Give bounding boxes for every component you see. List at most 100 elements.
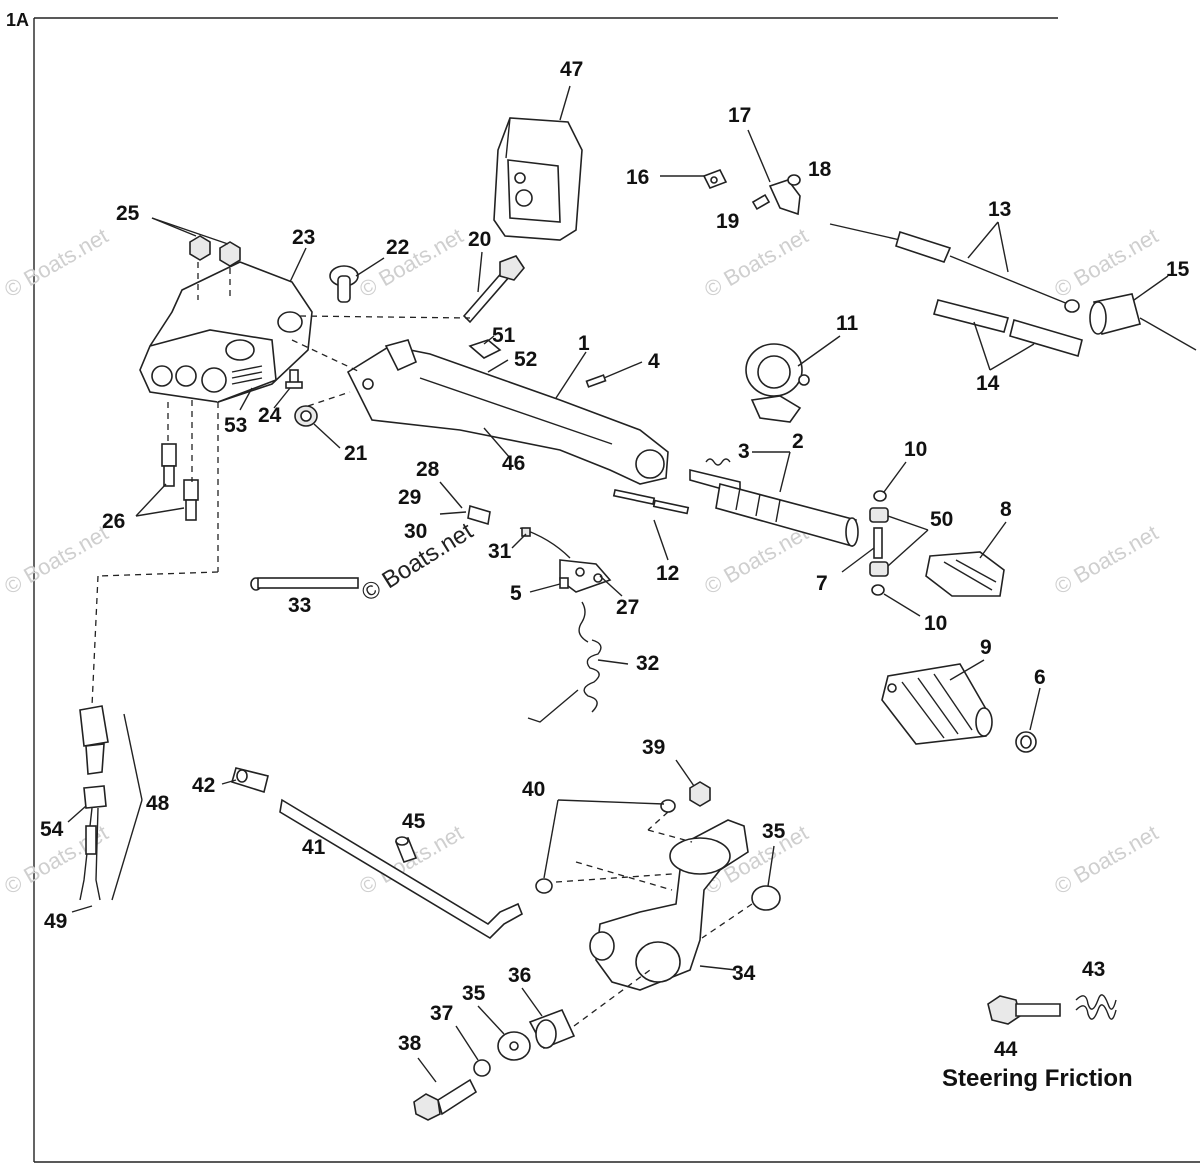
callout-51: 51 bbox=[492, 324, 516, 347]
watermark: © Boats.net bbox=[355, 223, 467, 302]
callout-53: 53 bbox=[224, 414, 247, 437]
callout-50: 50 bbox=[930, 508, 953, 531]
part-49-wires bbox=[79, 807, 101, 901]
watermark: © Boats.net bbox=[0, 223, 112, 302]
part-42-clevis bbox=[231, 767, 269, 794]
callout-33: 33 bbox=[288, 594, 311, 617]
callout-45: 45 bbox=[402, 810, 426, 833]
part-8-grip-insert bbox=[925, 551, 1005, 597]
callouts: 1 2 3 4 5 6 7 8 9 10 10 11 12 13 14 15 1… bbox=[40, 58, 1190, 1061]
callout-8: 8 bbox=[1000, 498, 1012, 521]
watermark: © Boats.net bbox=[1050, 223, 1162, 302]
part-35-washer-lower bbox=[497, 1031, 531, 1061]
part-32-lanyard bbox=[527, 601, 602, 723]
part-19-screw bbox=[751, 193, 771, 211]
callout-37: 37 bbox=[430, 1002, 453, 1025]
callout-23: 23 bbox=[292, 226, 315, 249]
part-18-washer bbox=[787, 174, 801, 186]
part-3-spring-pin bbox=[705, 458, 731, 466]
callout-28: 28 bbox=[416, 458, 440, 481]
callout-35-right: 35 bbox=[762, 820, 786, 843]
part-26-bolts bbox=[161, 443, 199, 521]
part-45-bushing bbox=[394, 836, 418, 863]
callout-29: 29 bbox=[398, 486, 421, 509]
part-14-tubes bbox=[933, 299, 1083, 358]
part-51-clip bbox=[468, 339, 502, 359]
callout-43: 43 bbox=[1082, 958, 1105, 981]
callout-39: 39 bbox=[642, 736, 665, 759]
callout-10-lower: 10 bbox=[924, 612, 947, 635]
callout-2: 2 bbox=[792, 430, 804, 453]
callout-36: 36 bbox=[508, 964, 531, 987]
figure-id: 1A bbox=[6, 10, 29, 30]
callout-52: 52 bbox=[514, 348, 537, 371]
part-9-throttle-grip bbox=[881, 663, 993, 745]
callout-48: 48 bbox=[146, 792, 170, 815]
part-10-spacer-lower bbox=[871, 584, 885, 596]
part-46-tiller-arm bbox=[346, 339, 669, 485]
part-11-collar bbox=[745, 343, 810, 423]
callout-16: 16 bbox=[626, 166, 649, 189]
callout-40: 40 bbox=[522, 778, 545, 801]
part-34-bracket bbox=[589, 819, 749, 991]
callout-18: 18 bbox=[808, 158, 832, 181]
watermark: © Boats.net bbox=[1050, 820, 1162, 899]
callout-49: 49 bbox=[44, 910, 67, 933]
part-27-stop-switch bbox=[519, 527, 612, 593]
callout-7: 7 bbox=[816, 572, 828, 595]
callout-19: 19 bbox=[716, 210, 739, 233]
part-50-block bbox=[869, 507, 889, 577]
callout-24: 24 bbox=[258, 404, 282, 427]
callout-34: 34 bbox=[732, 962, 756, 985]
part-10-spacer-upper bbox=[873, 490, 887, 502]
part-22-knob bbox=[329, 265, 359, 303]
part-41-rod bbox=[279, 798, 524, 940]
callout-10-upper: 10 bbox=[904, 438, 927, 461]
callout-11: 11 bbox=[836, 312, 859, 335]
dashed-lines bbox=[91, 262, 753, 1027]
part-4-pin bbox=[585, 374, 607, 388]
part-5-screw bbox=[559, 577, 569, 589]
part-16-link bbox=[702, 168, 728, 190]
callout-32: 32 bbox=[636, 652, 659, 675]
callout-6: 6 bbox=[1034, 666, 1046, 689]
part-28-30-clip bbox=[467, 504, 491, 526]
callout-22: 22 bbox=[386, 236, 409, 259]
part-39-nut bbox=[689, 781, 711, 807]
callout-38: 38 bbox=[398, 1032, 422, 1055]
callout-20: 20 bbox=[468, 228, 491, 251]
part-17-bracket bbox=[768, 179, 801, 216]
part-40-washers bbox=[535, 799, 676, 894]
watermark: © Boats.net bbox=[700, 520, 812, 599]
caption-steering-friction: Steering Friction bbox=[942, 1065, 1133, 1092]
callout-47: 47 bbox=[560, 58, 583, 81]
callout-46: 46 bbox=[502, 452, 525, 475]
part-33-rod bbox=[250, 577, 359, 591]
watermark: © Boats.net bbox=[1050, 520, 1162, 599]
part-13-cable bbox=[829, 223, 1080, 313]
callout-21: 21 bbox=[344, 442, 368, 465]
callout-4: 4 bbox=[648, 350, 660, 373]
frame bbox=[33, 17, 1200, 1163]
callout-17: 17 bbox=[728, 104, 751, 127]
part-12-pins bbox=[612, 488, 690, 515]
part-24-grease-fitting bbox=[285, 369, 303, 389]
part-23-53-bracket bbox=[139, 261, 313, 403]
callout-1: 1 bbox=[578, 332, 590, 355]
part-37-washer bbox=[473, 1059, 491, 1077]
part-43-spring bbox=[1075, 994, 1117, 1020]
callout-54: 54 bbox=[40, 818, 64, 841]
part-44-friction-bolt bbox=[987, 995, 1061, 1025]
callout-25: 25 bbox=[116, 202, 140, 225]
leader-lines bbox=[67, 85, 1169, 1083]
part-21-bushing bbox=[294, 405, 318, 427]
part-20-bolt bbox=[462, 255, 525, 324]
watermark: © Boats.net bbox=[700, 223, 812, 302]
part-47-grip-cover bbox=[493, 117, 583, 241]
callout-9: 9 bbox=[980, 636, 992, 659]
part-54-grommet bbox=[79, 705, 109, 809]
callout-44: 44 bbox=[994, 1038, 1018, 1061]
part-2-throttle-shaft bbox=[689, 468, 859, 548]
part-25-nuts bbox=[189, 235, 241, 267]
